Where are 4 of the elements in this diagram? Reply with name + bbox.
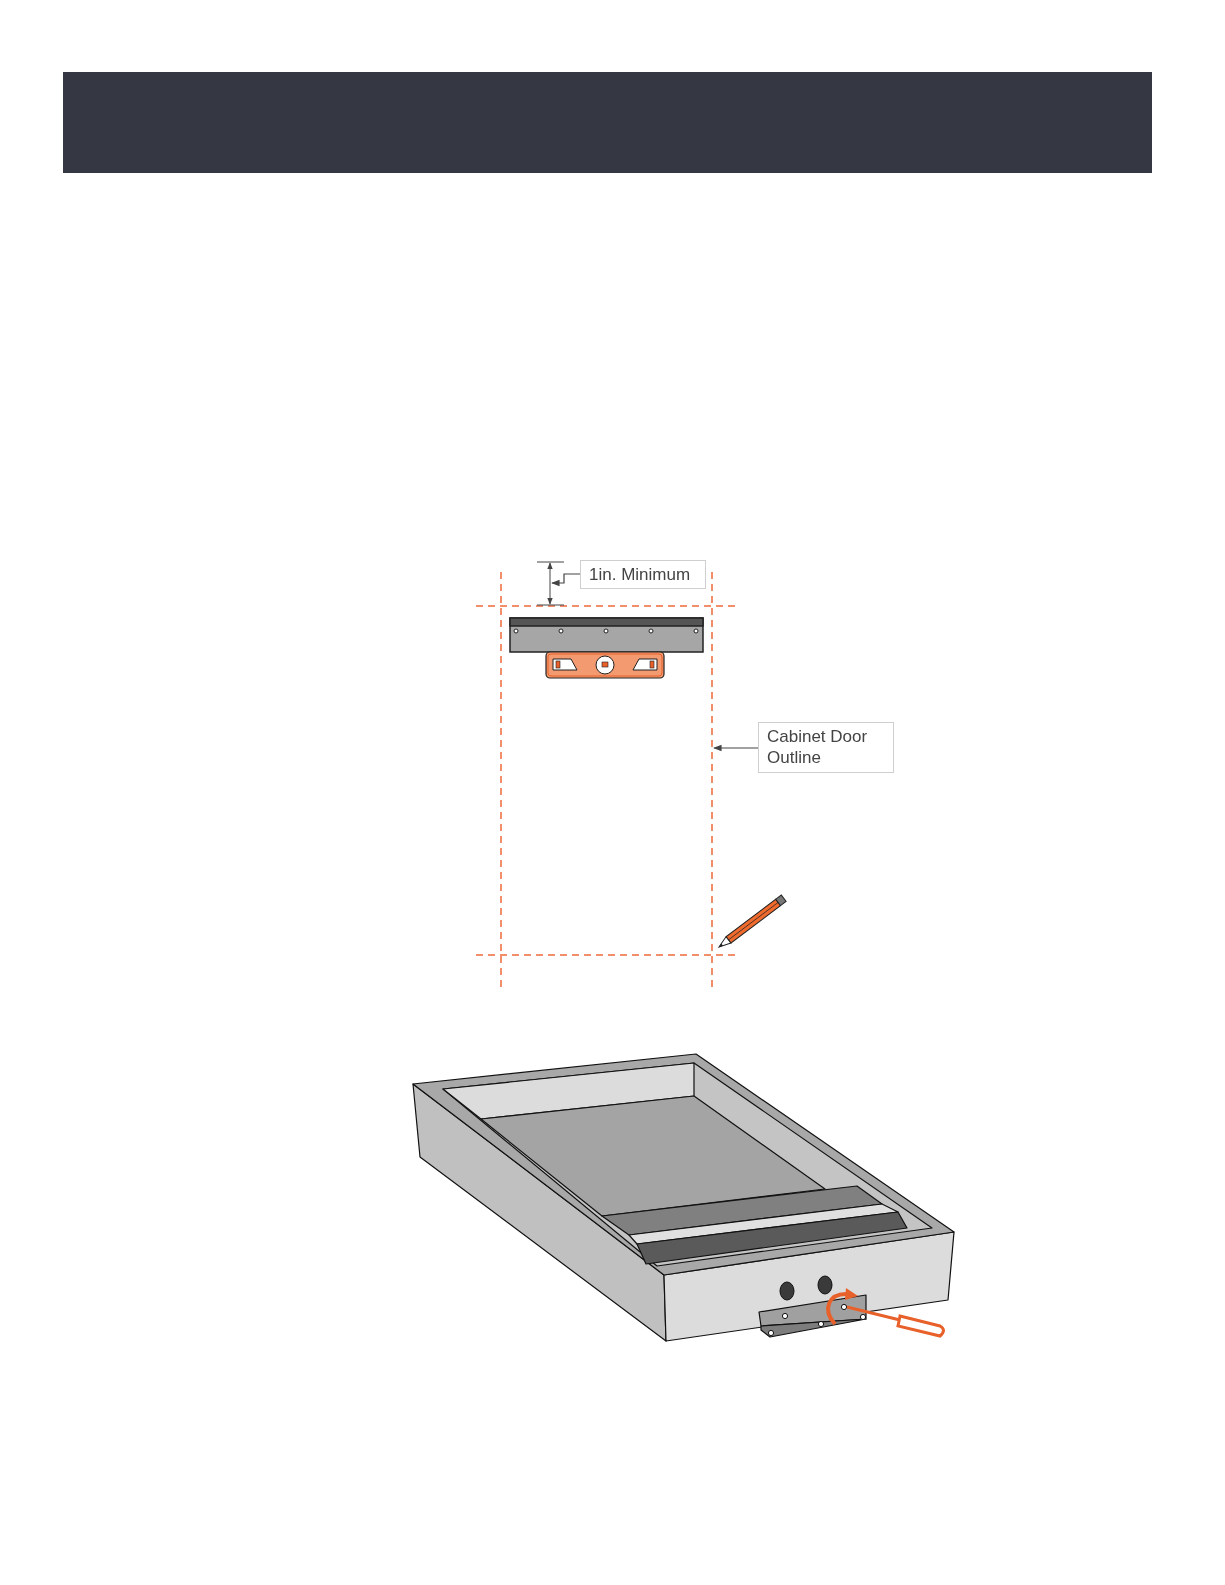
callout-box: Cabinet Door Outline xyxy=(758,722,894,773)
leader-line xyxy=(551,573,581,587)
callout-box: 1in. Minimum xyxy=(580,560,706,589)
leader-line xyxy=(713,744,759,752)
